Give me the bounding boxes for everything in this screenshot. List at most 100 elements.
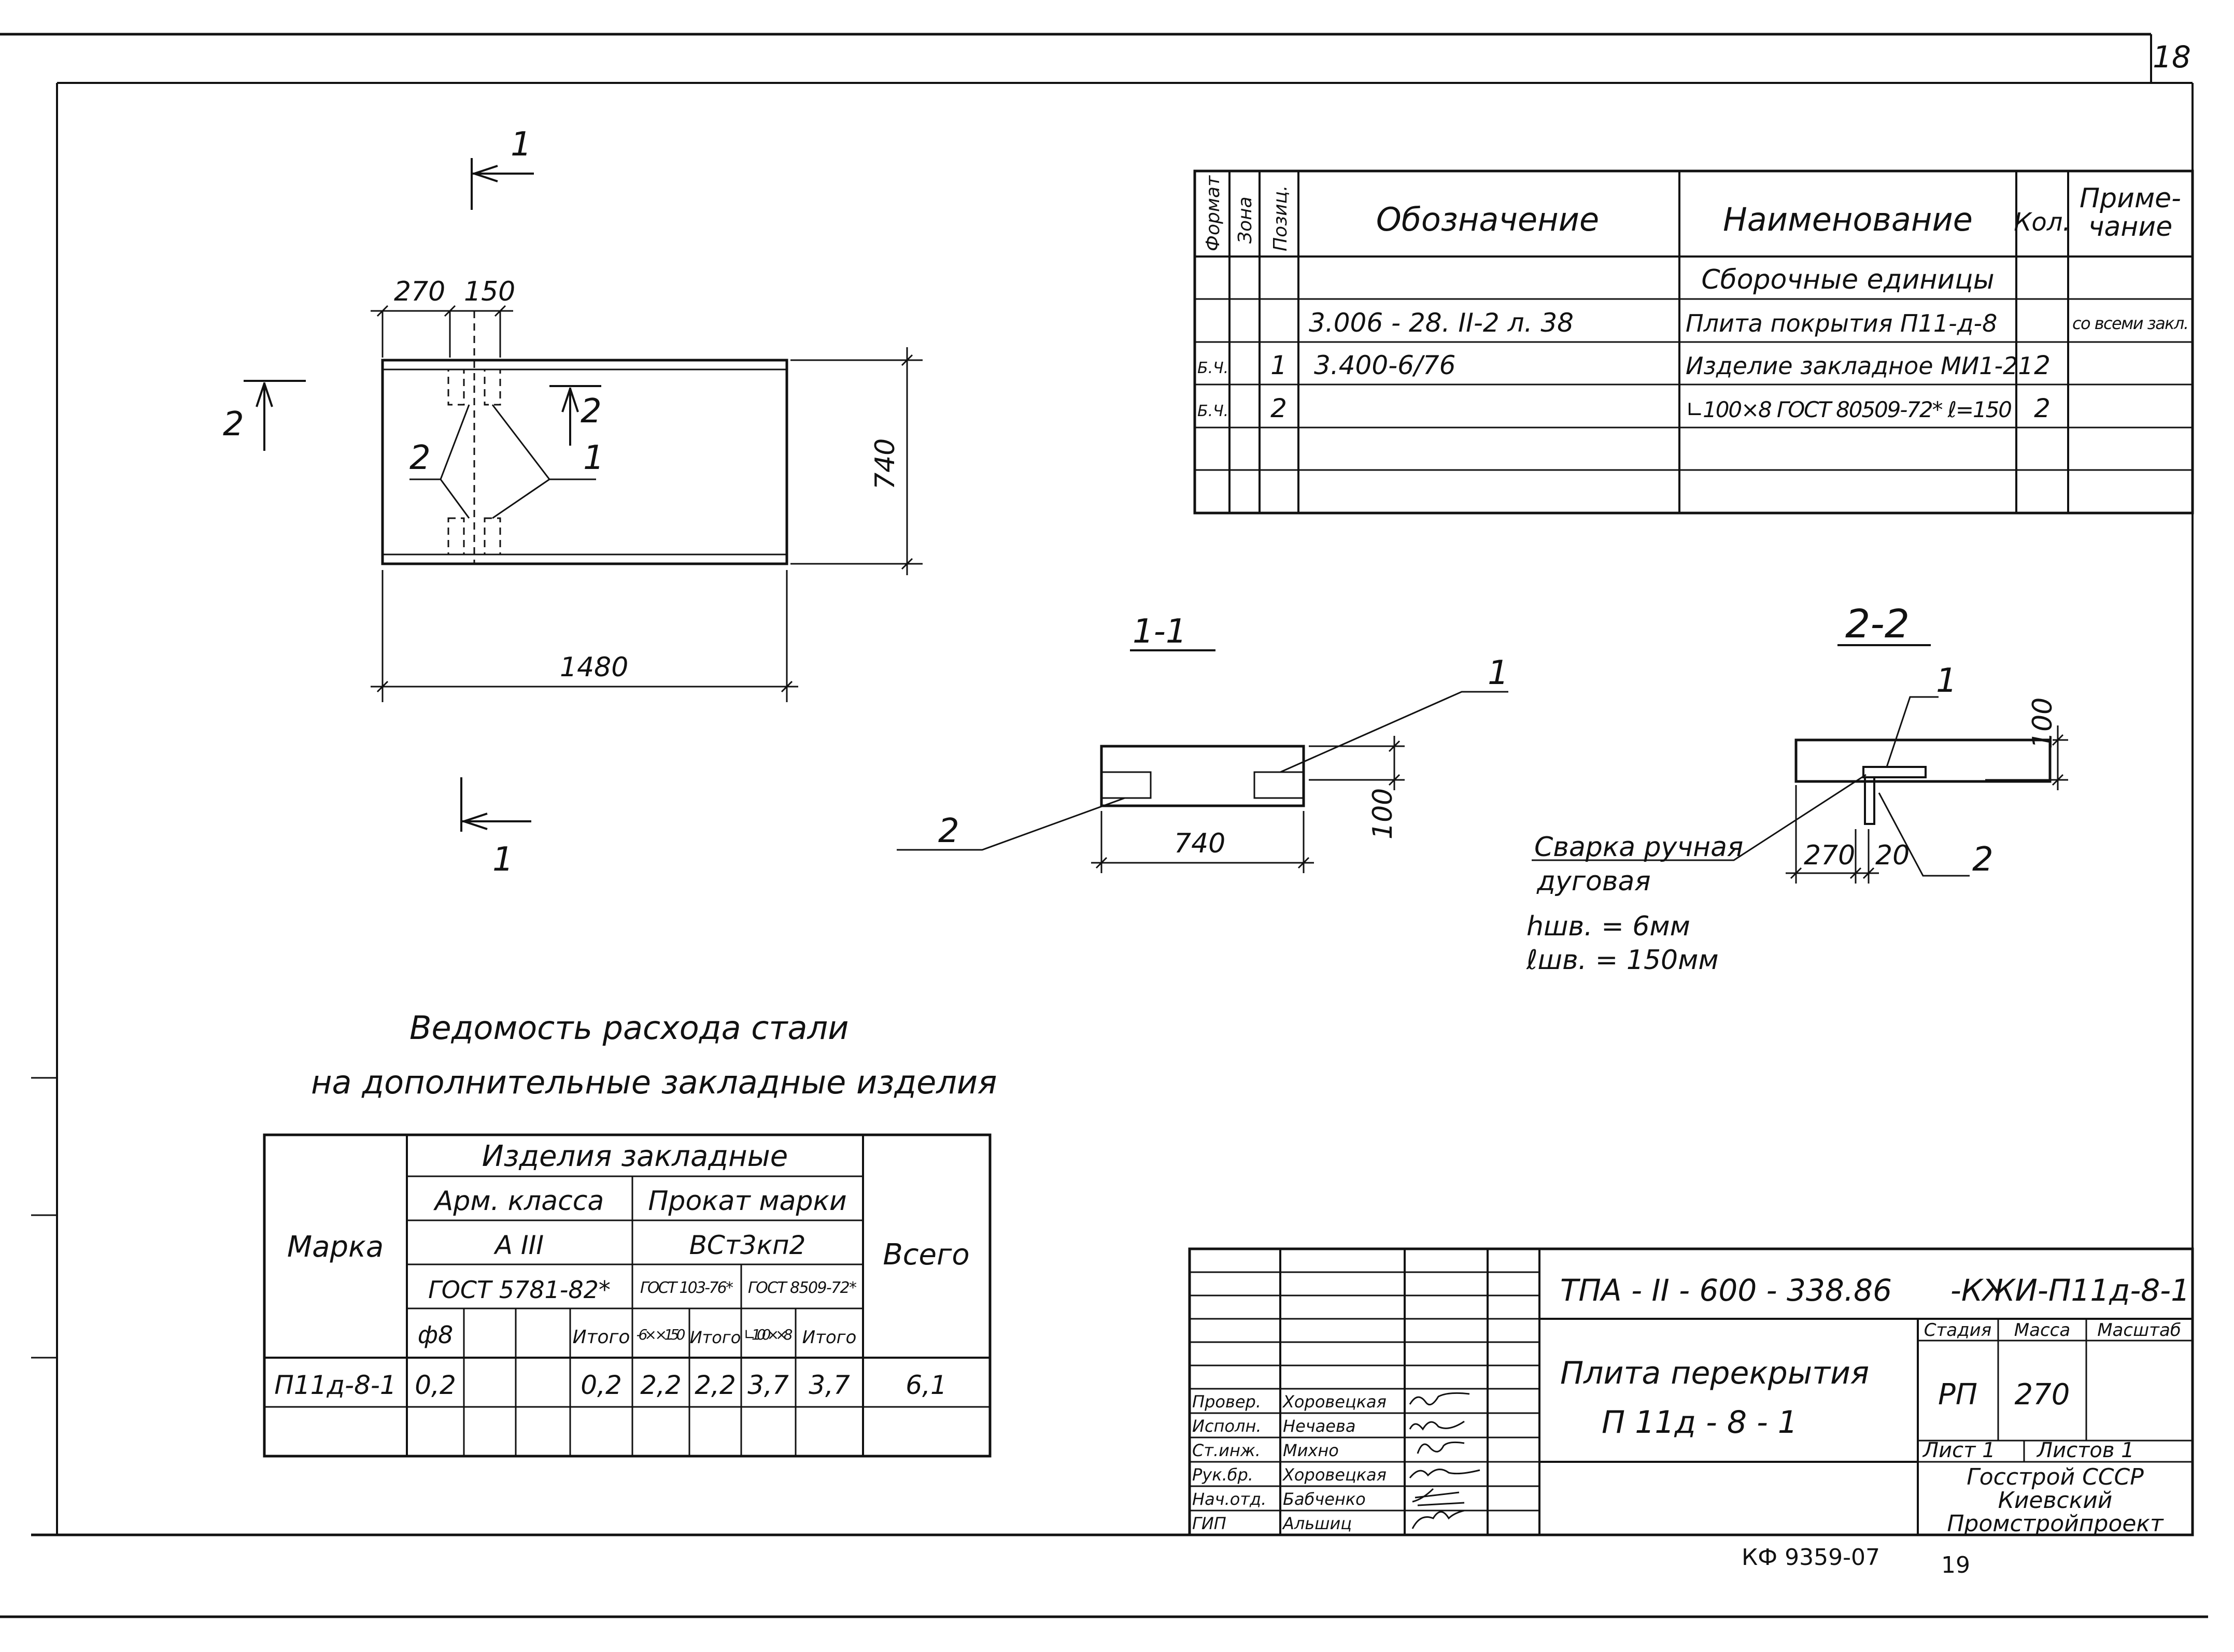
spec-row3-qty: 2 [2034,393,2051,423]
name-chief-engineer: Альшиц [1282,1514,1352,1533]
weld-note-line1: Сварка ручная [1534,832,1743,863]
role-chief-engineer: ГИП [1192,1514,1226,1533]
dim-20-section: 20 [1875,840,1910,871]
role-dept-head: Нач.отд. [1192,1489,1266,1509]
section-1-1-title: 1-1 [1133,613,1187,651]
role-team-lead: Рук.бр. [1192,1465,1253,1485]
spec-header-qty: Кол. [2014,208,2070,237]
spec-row1-name: Плита покрытия П11-д-8 [1686,309,1997,337]
mass-label: Масса [2014,1320,2070,1341]
dim-740-plan: 740 [870,438,901,490]
signatures [1409,1392,1480,1529]
org-line-2: Киевский [1998,1487,2113,1514]
spec-header-position: Позиц. [1270,185,1291,251]
dim-100-section: 100 [1367,788,1398,839]
footer-code: КФ 9359-07 [1742,1544,1880,1571]
steel-header-total: Всего [883,1238,969,1272]
spec-table: Формат Зона Позиц. Обозначение Наименова… [1193,169,2194,515]
steel-header-d8: ф8 [418,1321,454,1349]
role-executor: Исполн. [1192,1416,1262,1436]
steel-title-2: на дополнительные закладные изделия [311,1063,997,1101]
scale-label: Масштаб [2097,1320,2181,1341]
org-line-1: Госстрой СССР [1967,1464,2144,1490]
section-mark-bottom: 1 [492,841,514,879]
steel-header-strip: -6× ×150 [637,1326,686,1343]
name-team-lead: Хоровецкая [1282,1465,1387,1485]
section-2-2-leader-2: 2 [1972,841,1993,879]
steel-header-gost8509: ГОСТ 8509-72* [748,1279,857,1297]
weld-leg-size: hшв. = 6мм [1526,911,1690,942]
name-dept-head: Бабченко [1283,1489,1366,1509]
steel-header-gost103: ГОСТ 103-76* [640,1279,733,1297]
weld-length: ℓшв. = 150мм [1526,945,1719,976]
spec-row2-name: Изделие закладное МИ1-21 [1686,352,2033,380]
plan-view: 1 1 2 2 1 2 [223,125,923,879]
mass-value: 270 [2015,1378,2070,1412]
sheets-label: Листов 1 [2036,1439,2134,1462]
dim-100-section-2: 100 [2027,697,2058,749]
product-name: Плита перекрытия [1560,1355,1869,1391]
page-number: 18 [2153,39,2191,75]
name-senior-engineer: Михно [1283,1441,1339,1460]
dim-150-plan: 150 [464,276,515,307]
stage-value: РП [1938,1378,1977,1412]
steel-row-angle: 3,7 [747,1370,789,1400]
spec-row3-pos: 2 [1270,393,1287,423]
stage-label: Стадия [1924,1320,1991,1341]
section-2-2-title: 2-2 [1845,601,1910,647]
section-2-2: 2-2 1 2 Сварка ручная дуговая hшв. = 6мм… [1526,601,2068,976]
spec-row1-designation: 3.006 - 28. II-2 л. 38 [1309,308,1574,338]
spec-header-designation: Обозначение [1376,201,1599,238]
steel-table: Ведомость расхода стали на дополнительны… [263,1009,997,1458]
spec-row1-note: со всеми закл. [2072,314,2189,333]
dim-740-section: 740 [1174,828,1225,859]
product-mark: П 11д - 8 - 1 [1602,1404,1798,1441]
steel-header-itogo-1: Итого [573,1327,630,1348]
footer-page: 19 [1941,1552,1970,1578]
title-block: ТПА - II - 600 - 338.86 -КЖИ-П11д-8-1 Пл… [1188,1247,2194,1537]
plan-leader-2: 2 [409,439,431,477]
dim-270-section: 270 [1804,840,1855,871]
spec-section-title: Сборочные единицы [1701,264,1994,295]
spec-row2-qty: 2 [2034,350,2051,380]
spec-header-note-1: Приме- [2080,183,2181,214]
dim-1480-plan: 1480 [560,652,628,683]
section-mark-left: 2 [223,405,244,444]
project-code: ТПА - II - 600 - 338.86 [1560,1273,1892,1308]
steel-row-itogo-1: 0,2 [581,1370,622,1400]
steel-row-itogo-2: 2,2 [695,1370,736,1400]
dim-270-plan: 270 [394,276,445,307]
spec-row2-pos: 1 [1270,350,1287,380]
section-1-1: 1-1 1 2 740 100 [897,613,1509,873]
steel-row-d8: 0,2 [415,1370,456,1400]
spec-header-note-2: чание [2088,211,2172,243]
org-line-3: Промстройпроект [1947,1511,2164,1537]
name-executor: Нечаева [1283,1416,1355,1436]
steel-header-angle: ∟100× ×8 [744,1326,793,1343]
spec-header-name: Наименование [1723,201,1973,238]
spec-header-format: Формат [1203,175,1224,251]
steel-header-itogo-3: Итого [802,1327,857,1348]
sheet-label: Лист 1 [1922,1439,1996,1462]
sheet-frame [0,33,2208,1618]
spec-row3-name: ∟100×8 ГОСТ 80509-72* ℓ=150 [1686,397,2012,422]
steel-title-1: Ведомость расхода стали [409,1009,849,1047]
steel-header-group: Изделия закладные [482,1140,788,1173]
steel-header-prokat: Прокат марки [648,1186,846,1217]
spec-row2-format: Б.Ч. [1197,359,1228,377]
weld-note-line2: дуговая [1536,866,1651,897]
steel-header-marka: Марка [287,1230,384,1264]
document-suffix: -КЖИ-П11д-8-1 [1950,1273,2190,1308]
plan-inner-mark-2: 2 [581,392,602,431]
spec-row2-designation: 3.400-6/76 [1314,350,1455,380]
section-1-1-leader-2: 2 [938,812,959,850]
steel-row-strip: 2,2 [640,1370,682,1400]
section-2-2-leader-1: 1 [1936,662,1957,700]
steel-header-vst: ВСт3кп2 [689,1230,806,1260]
steel-header-itogo-2: Итого [690,1328,741,1347]
name-checked: Хоровецкая [1282,1392,1387,1412]
steel-row-total: 6,1 [906,1370,947,1400]
role-checked: Провер. [1192,1392,1261,1412]
spec-header-zone: Зона [1235,196,1256,244]
